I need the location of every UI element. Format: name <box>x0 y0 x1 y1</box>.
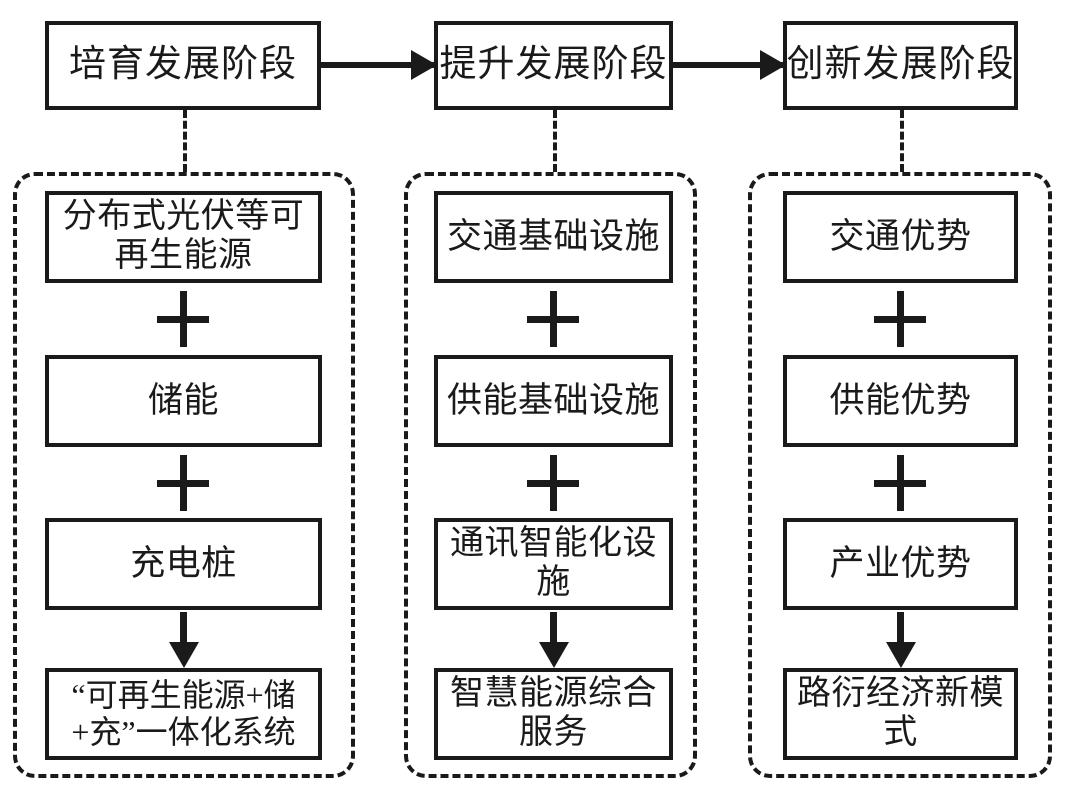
column-3-item-1-label: 交通优势 <box>829 217 972 257</box>
stage-arrow-1-to-2 <box>321 62 434 68</box>
stage-box-3: 创新发展阶段 <box>783 21 1018 110</box>
column-1-item-3: 充电桩 <box>45 518 322 610</box>
stage-label-2: 提升发展阶段 <box>439 44 668 86</box>
column-2-item-2-label: 供能基础设施 <box>446 381 660 421</box>
column-2-result-arrow <box>550 612 557 654</box>
column-1-item-1: 分布式光伏等可再生能源 <box>45 191 322 283</box>
column-1-result-arrow <box>180 612 187 654</box>
column-2-item-2: 供能基础设施 <box>434 355 673 447</box>
dashed-connector-1 <box>183 110 187 172</box>
column-2-item-1-label: 交通基础设施 <box>446 217 660 257</box>
column-1-item-2-label: 储能 <box>147 381 219 421</box>
column-3-result-arrow <box>897 612 904 654</box>
column-2-plus-1 <box>525 291 581 347</box>
column-3-plus-1 <box>872 291 928 347</box>
column-3-result-label: 路衍经济新模式 <box>797 675 1004 751</box>
column-3-item-2: 供能优势 <box>783 355 1018 447</box>
stage-label-1: 培育发展阶段 <box>69 44 297 86</box>
column-1-item-2: 储能 <box>45 355 322 447</box>
column-1-result: “可再生能源+储+充”一体化系统 <box>45 668 322 760</box>
group-container-1 <box>13 172 355 778</box>
stage-box-2: 提升发展阶段 <box>434 21 673 110</box>
column-2-item-3: 通讯智能化设施 <box>434 518 673 610</box>
dashed-connector-3 <box>900 110 904 172</box>
column-2-result-label: 智慧能源综合服务 <box>450 675 657 751</box>
column-1-item-1-label: 分布式光伏等可再生能源 <box>62 198 305 274</box>
column-3-item-2-label: 供能优势 <box>829 381 972 421</box>
group-container-2 <box>404 172 697 778</box>
column-2-item-3-label: 通讯智能化设施 <box>450 525 657 601</box>
dashed-connector-2 <box>553 110 557 172</box>
column-3-result: 路衍经济新模式 <box>783 668 1018 760</box>
column-2-result: 智慧能源综合服务 <box>434 668 673 760</box>
column-3-plus-2 <box>872 455 928 511</box>
stage-label-3: 创新发展阶段 <box>786 44 1015 86</box>
column-1-result-label: “可再生能源+储+充”一体化系统 <box>71 676 296 750</box>
stage-arrow-2-to-3 <box>673 62 783 68</box>
column-2-plus-2 <box>525 455 581 511</box>
group-container-3 <box>748 172 1052 778</box>
column-1-item-3-label: 充电桩 <box>130 544 237 584</box>
stage-box-1: 培育发展阶段 <box>45 21 321 110</box>
column-3-item-3-label: 产业优势 <box>829 544 972 584</box>
column-1-plus-2 <box>155 455 211 511</box>
column-3-item-1: 交通优势 <box>783 191 1018 283</box>
column-1-plus-1 <box>155 291 211 347</box>
column-3-item-3: 产业优势 <box>783 518 1018 610</box>
column-2-item-1: 交通基础设施 <box>434 191 673 283</box>
